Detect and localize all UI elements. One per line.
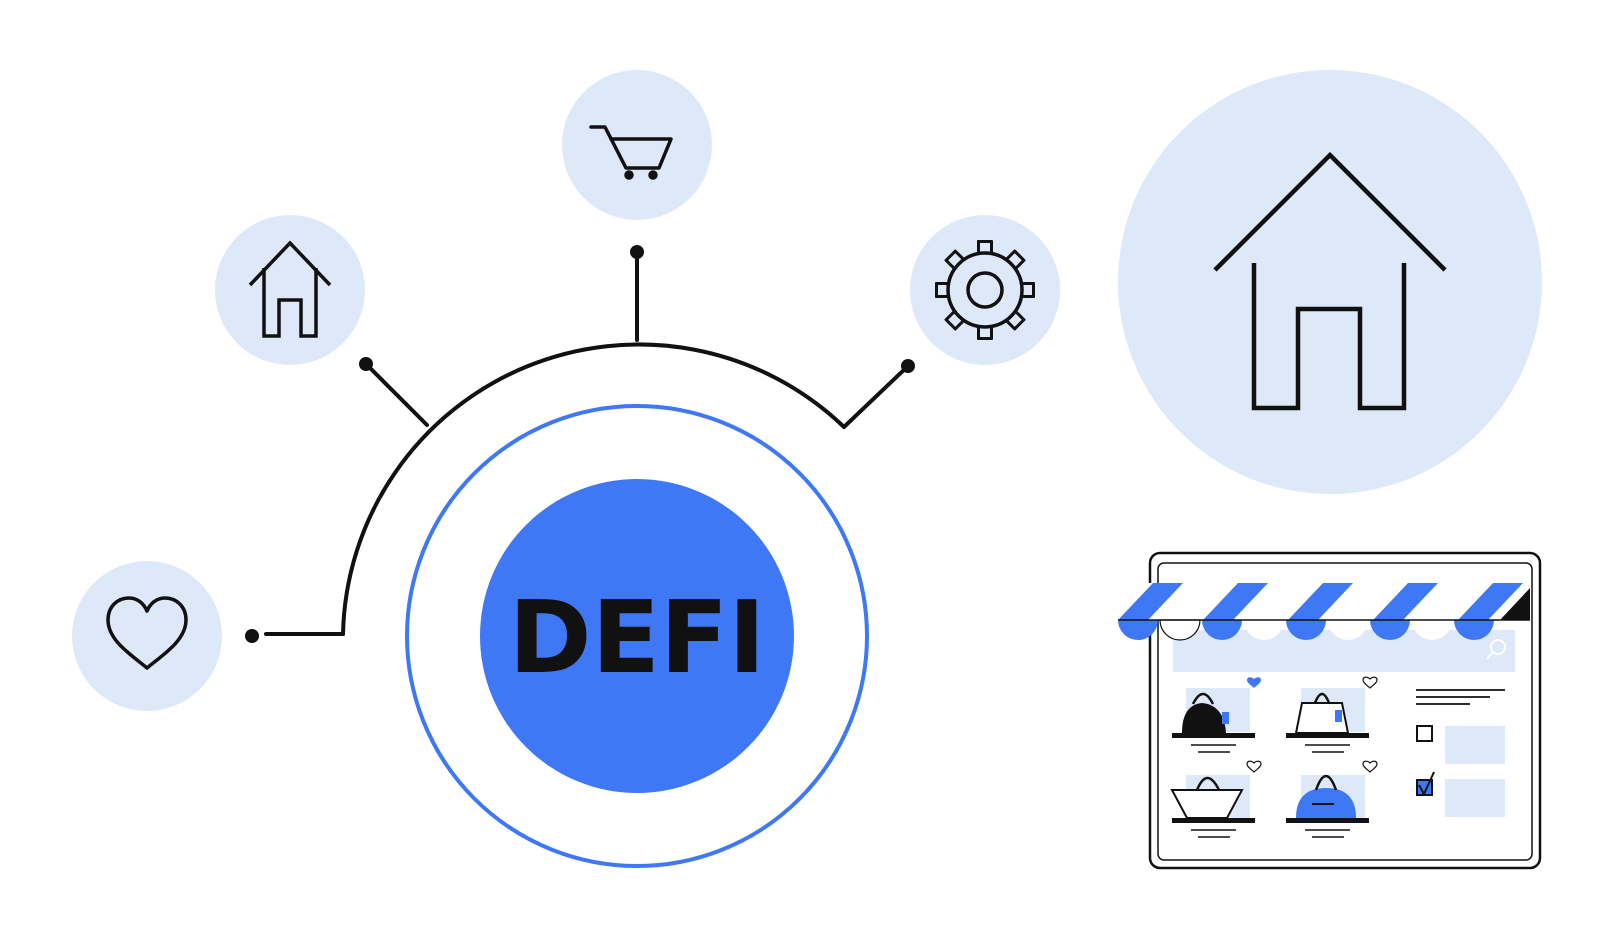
cart-node-bg	[562, 70, 712, 220]
store-awning	[1118, 583, 1530, 641]
large-house-node	[1118, 70, 1542, 494]
hub-outer-ring	[405, 404, 869, 868]
heart-node	[72, 561, 222, 711]
house-node-bg	[215, 215, 365, 365]
filter-checkbox	[1416, 725, 1433, 742]
product-tile	[1172, 677, 1261, 753]
gear-node	[910, 215, 1060, 365]
cart-node	[562, 70, 712, 220]
dot-upper-right	[901, 359, 915, 373]
heart-node-bg	[72, 561, 222, 711]
gear-icon	[935, 240, 1035, 340]
handbag-icon	[1182, 703, 1226, 733]
product-tile	[1170, 760, 1262, 838]
large-house-bg	[1118, 70, 1542, 494]
product-tile	[1286, 760, 1378, 838]
spoke-upper-right	[842, 364, 910, 429]
dot-left	[245, 629, 259, 643]
product-tile	[1286, 676, 1378, 753]
house-icon	[1213, 151, 1447, 411]
house-icon	[248, 240, 332, 338]
heart-icon	[1362, 676, 1378, 689]
checkmark-icon	[1418, 771, 1435, 797]
dot-upper-left	[359, 357, 373, 371]
hub-arc	[341, 342, 846, 636]
hub-label: DEFI	[509, 579, 766, 696]
heart-icon	[106, 596, 188, 670]
heart-icon	[1246, 760, 1262, 773]
filter-option-bar	[1445, 779, 1505, 817]
dot-top	[630, 245, 644, 259]
shopping-cart-icon	[589, 125, 673, 180]
connector-dots	[245, 245, 915, 643]
online-store-icon	[1118, 551, 1542, 870]
filter-option-bar	[1445, 726, 1505, 764]
spoke-upper-left	[364, 362, 429, 427]
house-node	[215, 215, 365, 365]
heart-icon	[1362, 760, 1378, 773]
hub-connectors	[264, 250, 910, 636]
hub-core	[480, 479, 794, 793]
search-icon	[1486, 639, 1506, 660]
filter-panel	[1416, 689, 1505, 817]
heart-icon	[1247, 677, 1261, 688]
